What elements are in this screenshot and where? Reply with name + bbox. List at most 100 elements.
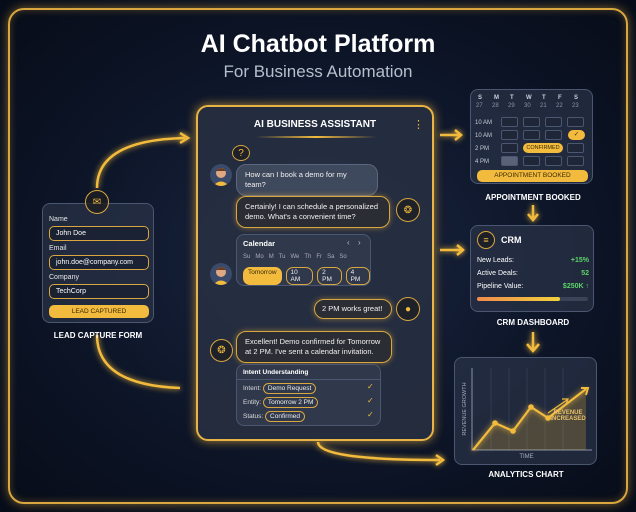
weekday: Su bbox=[243, 254, 251, 260]
x-axis-label: TIME bbox=[519, 454, 534, 460]
page-title: AI Chatbot Platform bbox=[200, 30, 436, 58]
point bbox=[492, 420, 498, 426]
entity-label: Entity: bbox=[243, 399, 262, 406]
day-letter: W bbox=[526, 95, 532, 101]
point bbox=[545, 415, 551, 421]
time-slot[interactable] bbox=[545, 117, 562, 127]
point bbox=[528, 404, 534, 410]
row-label: Active Deals: bbox=[477, 270, 518, 277]
lead-captured-button[interactable]: LEAD CAPTURED bbox=[49, 305, 149, 318]
name-label: Name bbox=[49, 216, 68, 223]
progress-fill bbox=[477, 297, 561, 301]
time-slot[interactable] bbox=[567, 143, 584, 153]
check-icon: ✓ bbox=[568, 130, 585, 140]
check-icon: ✓ bbox=[367, 396, 374, 405]
email-field[interactable]: john.doe@company.com bbox=[49, 255, 149, 270]
day-letter: T bbox=[510, 95, 514, 101]
intent-value: Demo Request bbox=[262, 383, 317, 394]
envelope-icon: ✉ bbox=[85, 190, 109, 214]
axes bbox=[471, 368, 592, 451]
crm-caption: CRM DASHBOARD bbox=[496, 318, 570, 327]
row-value: $250K ↑ bbox=[562, 283, 589, 290]
time-slot[interactable] bbox=[545, 130, 562, 140]
crm-card: ≡ CRM New Leads:+15% Active Deals:52 Pip… bbox=[470, 225, 594, 312]
calendar-title: Calendar bbox=[243, 239, 276, 248]
point bbox=[510, 428, 516, 434]
company-label: Company bbox=[49, 274, 79, 281]
divider bbox=[237, 379, 380, 380]
chevron-left-icon[interactable]: ‹ bbox=[347, 238, 350, 247]
time-label: 10 AM bbox=[475, 120, 493, 126]
entity-value: Tomorrow 2 PM bbox=[262, 397, 319, 408]
date-number: 30 bbox=[524, 103, 531, 109]
more-vertical-icon[interactable]: ⋮ bbox=[413, 119, 424, 131]
arrow-chat-to-form bbox=[95, 334, 181, 390]
time-slot[interactable] bbox=[501, 156, 518, 166]
analytics-caption: ANALYTICS CHART bbox=[488, 470, 564, 479]
bot-message-1: Certainly! I can schedule a personalized… bbox=[236, 196, 390, 228]
header-divider bbox=[256, 136, 376, 138]
time-slot[interactable] bbox=[545, 156, 562, 166]
entity-row: Entity: Tomorrow 2 PM bbox=[243, 397, 319, 408]
analytics-chart: REVENUE GROWTH TIME REVENUE INCREASED bbox=[454, 357, 597, 465]
status-row: Status: Confirmed bbox=[243, 411, 306, 422]
time-slot[interactable] bbox=[567, 117, 584, 127]
option-4pm[interactable]: 4 PM bbox=[345, 267, 371, 285]
option-tomorrow[interactable]: Tomorrow bbox=[243, 267, 282, 285]
date-number: 21 bbox=[540, 103, 547, 109]
day-letter: S bbox=[478, 95, 483, 101]
growth-graphic bbox=[471, 368, 592, 451]
time-options: Tomorrow 10 AM 2 PM 4 PM bbox=[243, 267, 371, 285]
weekday: We bbox=[290, 254, 300, 260]
row-value: +15% bbox=[570, 257, 589, 264]
weekday: Tu bbox=[278, 254, 286, 260]
revenue-annotation: REVENUE INCREASED bbox=[550, 410, 586, 422]
check-icon: ✓ bbox=[367, 382, 374, 391]
outer-frame bbox=[8, 8, 628, 504]
appointment-booked-button[interactable]: APPOINTMENT BOOKED bbox=[477, 170, 588, 182]
question-icon: ? bbox=[232, 145, 250, 161]
day-letter: T bbox=[542, 95, 546, 101]
user-avatar bbox=[210, 263, 232, 285]
time-slot[interactable] bbox=[523, 130, 540, 140]
crm-row: Pipeline Value:$250K ↑ bbox=[477, 283, 589, 290]
name-field[interactable]: John Doe bbox=[49, 226, 149, 241]
time-label: 10 AM bbox=[475, 133, 493, 139]
time-slot[interactable] bbox=[501, 130, 518, 140]
company-field[interactable]: TechCorp bbox=[49, 284, 149, 299]
user-icon: ● bbox=[396, 297, 420, 321]
intent-title: Intent Understanding bbox=[243, 369, 309, 376]
crm-row: Active Deals:52 bbox=[477, 270, 589, 277]
user-message-1: How can I book a demo for my team? bbox=[236, 164, 378, 196]
time-slot[interactable] bbox=[567, 156, 584, 166]
time-slot[interactable] bbox=[501, 143, 518, 153]
arrow-head bbox=[581, 387, 590, 396]
time-slot[interactable] bbox=[523, 156, 540, 166]
day-letter: F bbox=[558, 95, 562, 101]
intent-label: Intent: bbox=[243, 385, 262, 392]
y-axis-label: REVENUE GROWTH bbox=[462, 382, 468, 436]
page-subtitle: For Business Automation bbox=[223, 62, 413, 81]
email-label: Email bbox=[49, 245, 67, 252]
arrow-chat-to-analytics bbox=[316, 441, 441, 462]
time-label: 2 PM bbox=[475, 146, 490, 152]
chevron-right-icon[interactable]: › bbox=[358, 238, 361, 247]
weekday: Mo bbox=[255, 254, 264, 260]
time-slot[interactable] bbox=[501, 117, 518, 127]
crm-title: CRM bbox=[501, 235, 522, 245]
date-number: 28 bbox=[492, 103, 499, 109]
option-10am[interactable]: 10 AM bbox=[285, 267, 314, 285]
appointment-caption: APPOINTMENT BOOKED bbox=[485, 193, 581, 202]
growth-line bbox=[472, 388, 587, 451]
weekday: Sa bbox=[327, 254, 335, 260]
time-slot[interactable] bbox=[523, 117, 540, 127]
date-number: 23 bbox=[572, 103, 579, 109]
check-icon: ✓ bbox=[367, 410, 374, 419]
weekday: So bbox=[339, 254, 347, 260]
option-2pm[interactable]: 2 PM bbox=[317, 267, 342, 285]
arrow-form-to-chat bbox=[95, 136, 186, 189]
area-fill bbox=[473, 389, 586, 450]
brain-icon: ❂ bbox=[396, 198, 420, 222]
